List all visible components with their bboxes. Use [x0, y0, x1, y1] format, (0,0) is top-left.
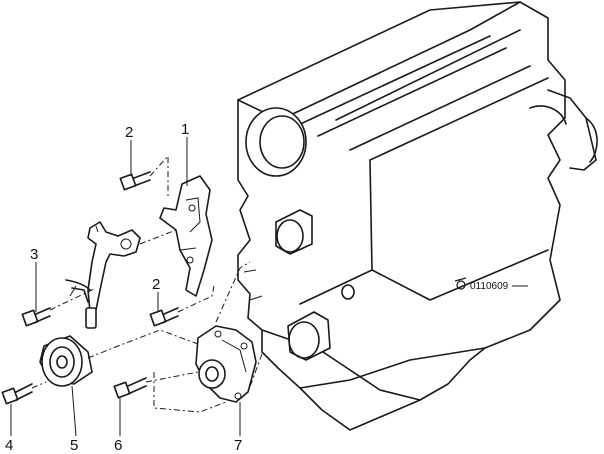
arrow-icon: [454, 277, 467, 282]
bolt-lower-2: [149, 307, 179, 327]
water-pump: [195, 325, 257, 403]
bolt-upper-2: [119, 171, 151, 191]
callout-1: 1: [181, 121, 189, 138]
figure-reference: 0110609: [454, 277, 528, 292]
bolt-4: [1, 383, 33, 405]
car-icon: [456, 280, 466, 290]
idler-pulley: [39, 335, 93, 387]
engine-block: [237, 1, 598, 431]
bolt-3: [21, 307, 51, 327]
reference-code: 0110609: [470, 281, 509, 292]
callout-2-lower: 2: [152, 276, 160, 293]
callout-3: 3: [30, 246, 38, 263]
callout-2-upper: 2: [125, 124, 133, 141]
callout-7: 7: [234, 437, 242, 454]
callout-labels: 1 2 2 3 4 5 6 7: [5, 121, 242, 454]
leader-lines: [10, 137, 241, 437]
timing-cover-bracket: [159, 175, 213, 297]
alignment-lines: [31, 154, 263, 413]
sensor-wiring-harness: [65, 221, 141, 329]
bolt-6: [113, 377, 147, 399]
callout-6: 6: [114, 437, 122, 454]
callout-5: 5: [70, 437, 78, 454]
callout-4: 4: [5, 437, 13, 454]
